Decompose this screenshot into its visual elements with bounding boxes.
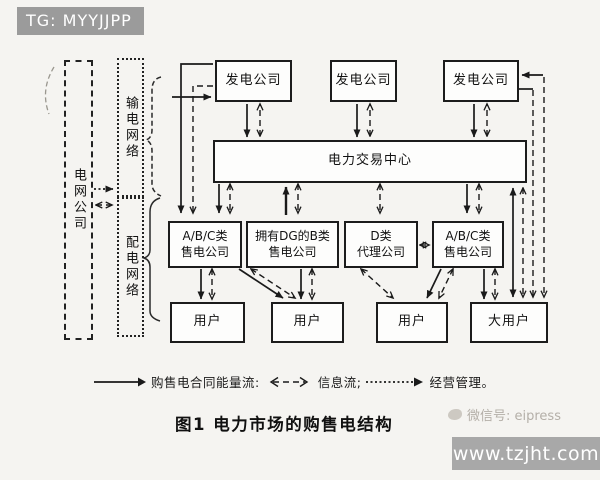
wechat-blob-icon <box>448 409 462 420</box>
retailer-label-line2: 售电公司 <box>180 244 229 259</box>
retailer-label-line1: A/B/C类 <box>182 228 228 243</box>
retailer-label-line1: A/B/C类 <box>445 228 491 243</box>
retailer-user-arrows <box>197 245 495 299</box>
dotted-arrow-icon <box>366 377 424 386</box>
user-box-2: 用户 <box>271 302 344 343</box>
right-direct-trade-lines <box>519 71 544 297</box>
top-watermark-badge: TG: MYYJJPP <box>17 7 144 35</box>
site-watermark: www.tzjht.com <box>452 437 600 470</box>
grid-network-links <box>94 185 113 205</box>
legend-management-label: 经营管理。 <box>429 375 495 390</box>
generator-tradingcenter-arrows <box>243 104 487 138</box>
retailer-label-line1: 拥有DG的B类 <box>255 228 330 243</box>
generator-box-2: 发电公司 <box>330 60 397 102</box>
generator-box-3: 发电公司 <box>443 60 519 102</box>
user-box-3: 用户 <box>376 302 448 343</box>
left-direct-trade-lines <box>172 63 213 213</box>
retailer-label-line2: 代理公司 <box>356 244 405 259</box>
wechat-watermark-label: 微信号: eipress <box>467 409 561 424</box>
grid-company-box: 电网公司 <box>64 60 93 340</box>
retailer-label-line1: D类 <box>370 228 392 243</box>
network-braces <box>44 66 162 322</box>
retailer-box-abc-2: A/B/C类 售电公司 <box>432 221 504 268</box>
solid-arrow-icon <box>94 377 146 386</box>
tradingcenter-retailer-arrows <box>215 184 523 297</box>
distribution-network-box: 配电网络 <box>117 197 144 337</box>
retailer-box-dg-b: 拥有DG的B类 售电公司 <box>246 221 339 268</box>
retailer-label-line2: 售电公司 <box>443 244 492 259</box>
legend-energy-label: 购售电合同能量流: <box>151 375 260 390</box>
legend: 购售电合同能量流: 信息流; 经营管理。 <box>93 372 494 391</box>
user-box-1: 用户 <box>170 302 245 343</box>
dashed-double-arrow-icon <box>269 376 309 387</box>
generator-box-1: 发电公司 <box>215 60 292 102</box>
retailer-box-d-agent: D类 代理公司 <box>344 221 418 268</box>
legend-info-label: 信息流; <box>317 375 362 390</box>
large-user-box: 大用户 <box>470 302 548 343</box>
retailer-label-line2: 售电公司 <box>268 244 317 259</box>
wechat-watermark: 微信号: eipress <box>448 405 561 424</box>
figure-caption: 图1 电力市场的购售电结构 <box>175 415 394 434</box>
trading-center-box: 电力交易中心 <box>213 140 527 183</box>
transmission-network-box: 输电网络 <box>117 58 144 197</box>
retailer-box-abc-1: A/B/C类 售电公司 <box>168 221 242 268</box>
